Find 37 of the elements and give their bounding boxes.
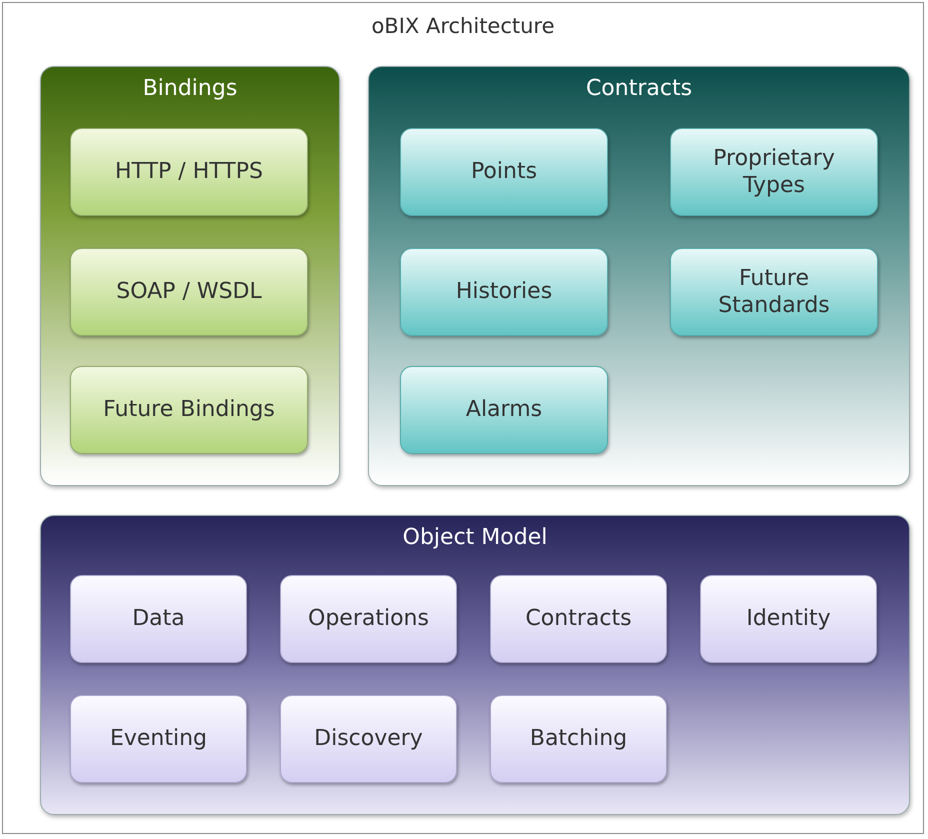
component-label: Proprietary Types bbox=[712, 144, 836, 200]
component-label: Alarms bbox=[464, 396, 544, 424]
component-box bbox=[400, 248, 608, 336]
component-label: Points bbox=[470, 158, 538, 186]
group-heading: oBIX Architecture bbox=[370, 12, 556, 40]
component-box bbox=[400, 128, 608, 216]
component-label: Identity bbox=[745, 605, 832, 634]
component-label: HTTP / HTTPS bbox=[114, 158, 264, 186]
component-box bbox=[400, 366, 608, 454]
component-label: Future Bindings bbox=[102, 396, 276, 424]
component-label: SOAP / WSDL bbox=[115, 278, 263, 306]
component-box bbox=[490, 575, 667, 663]
component-box bbox=[490, 695, 667, 783]
component-box bbox=[70, 128, 308, 216]
group-panel bbox=[368, 66, 910, 486]
group-heading: Bindings bbox=[142, 75, 238, 104]
component-label: Discovery bbox=[313, 725, 424, 754]
component-box bbox=[70, 248, 308, 336]
component-label: Contracts bbox=[524, 605, 633, 634]
group-panel bbox=[40, 66, 340, 486]
component-box bbox=[280, 695, 457, 783]
component-label: Eventing bbox=[108, 725, 208, 754]
component-label: Batching bbox=[528, 725, 628, 754]
component-box bbox=[70, 695, 247, 783]
component-box bbox=[670, 248, 878, 336]
group-heading: Object Model bbox=[402, 524, 548, 552]
component-box bbox=[700, 575, 877, 663]
group-panel bbox=[40, 515, 910, 815]
component-box bbox=[670, 128, 878, 216]
group-heading: Contracts bbox=[584, 75, 694, 104]
component-box bbox=[70, 366, 308, 454]
component-label: Operations bbox=[307, 605, 430, 634]
component-label: Data bbox=[131, 605, 186, 634]
component-label: Future Standards bbox=[717, 264, 831, 320]
component-label: Histories bbox=[454, 278, 554, 306]
component-box bbox=[70, 575, 247, 663]
component-box bbox=[280, 575, 457, 663]
